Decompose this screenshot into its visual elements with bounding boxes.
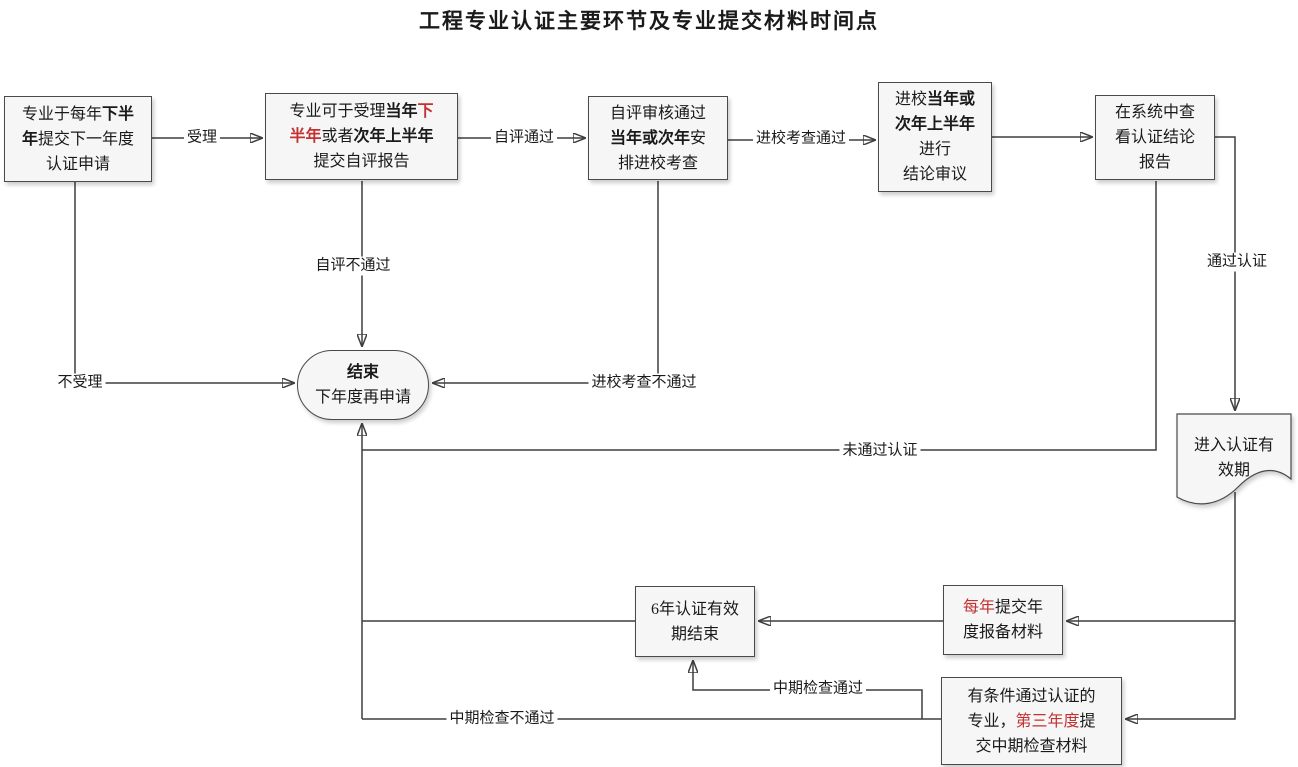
edge-label-self-eval-failed: 自评不通过	[312, 256, 394, 276]
document-shape-icon	[1176, 413, 1292, 505]
edge-label-mid-term-passed: 中期检查通过	[769, 679, 867, 699]
node-conclusion-review: 进校当年或次年上半年进行结论审议	[878, 82, 992, 192]
node-six-year-validity-end: 6年认证有效期结束	[635, 586, 755, 657]
edge-certified	[1215, 136, 1235, 410]
node-self-evaluation-report: 专业可于受理当年下半年或者次年上半年提交自评报告	[265, 93, 458, 180]
edge-label-site-visit-failed: 进校考查不通过	[588, 373, 700, 393]
node-certification-application: 专业于每年下半年提交下一年度认证申请	[4, 96, 152, 182]
diagram-title: 工程专业认证主要环节及专业提交材料时间点	[419, 9, 879, 33]
node-end-reapply: 结束下年度再申请	[297, 350, 429, 420]
node-annual-filing-materials: 每年提交年度报备材料	[943, 585, 1063, 655]
edge-label-certified: 通过认证	[1203, 252, 1271, 272]
edge-not-certified	[362, 181, 1157, 451]
edge-site-visit-failed	[433, 181, 659, 383]
node-mid-term-inspection-materials: 有条件通过认证的专业，第三年度提交中期检查材料	[941, 677, 1122, 765]
node-validity-text: 进入认证有效期	[1193, 437, 1274, 479]
edge-validity-to-midterm	[1126, 492, 1236, 719]
edge-label-not-accepted: 不受理	[54, 373, 106, 393]
edge-label-self-eval-passed: 自评通过	[490, 128, 558, 148]
edge-label-site-visit-passed: 进校考查通过	[752, 129, 850, 149]
node-view-result-report: 在系统中查看认证结论报告	[1095, 95, 1215, 180]
node-site-visit-arrangement: 自评审核通过当年或次年安排进校考查	[588, 96, 728, 180]
edge-label-not-certified: 未通过认证	[839, 441, 921, 461]
edge-label-accepted: 受理	[183, 128, 221, 148]
edge-not-accepted	[74, 182, 294, 383]
edge-label-mid-term-failed: 中期检查不通过	[446, 709, 558, 729]
node-validity-period: 进入认证有效期	[1176, 413, 1292, 513]
